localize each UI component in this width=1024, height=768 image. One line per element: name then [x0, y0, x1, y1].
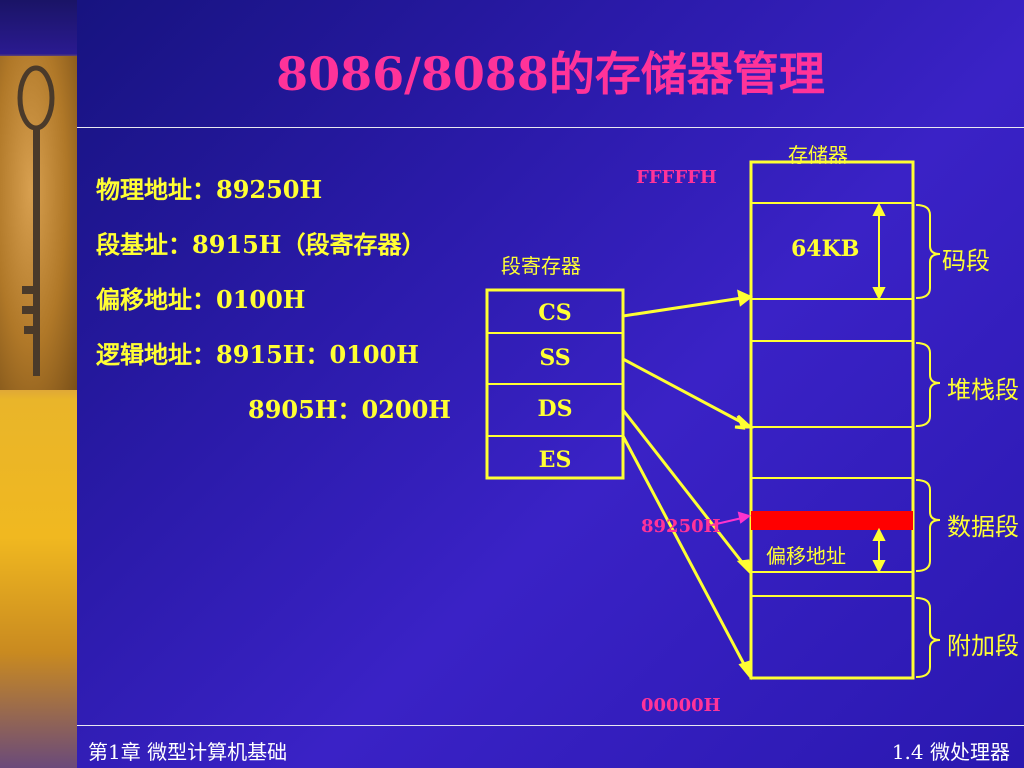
bottom-address: 00000H: [641, 695, 721, 716]
stack-brace: [915, 342, 941, 427]
title-divider: [77, 127, 1024, 128]
extra-segment-label: 附加段: [947, 632, 1019, 660]
phys-address-pointer: [711, 511, 752, 526]
code-brace: [915, 204, 941, 299]
offset-label: 偏移地址: [766, 544, 846, 568]
data-segment-label: 数据段: [947, 513, 1019, 541]
data-brace: [915, 479, 941, 572]
logical-address-line: 逻辑地址：8915H：0100H: [96, 340, 419, 369]
physical-address-highlight: [751, 511, 913, 530]
code-segment-box: [750, 202, 914, 300]
key-icon: [17, 65, 55, 376]
key-image: [0, 56, 77, 390]
segment-base-line: 段基址：8915H（段寄存器）: [96, 230, 426, 259]
size-arrow: [872, 202, 886, 301]
segment-braces: [915, 204, 941, 678]
top-address: FFFFFH: [636, 167, 717, 188]
cs-register: CS: [538, 300, 572, 326]
es-register: ES: [538, 447, 572, 473]
es-arrow: [621, 435, 748, 669]
footer-divider: [77, 725, 1024, 726]
offset-arrow: [872, 527, 886, 574]
footer-section: 1.4 微处理器: [891, 740, 1010, 764]
ds-register: DS: [537, 396, 573, 422]
ss-register: SS: [539, 345, 571, 371]
extra-segment-box: [750, 595, 914, 679]
physical-address-line: 物理地址：89250H: [96, 175, 323, 204]
offset-address-line: 偏移地址：0100H: [96, 285, 306, 314]
ss-arrow: [622, 357, 744, 425]
code-segment-label: 码段: [942, 247, 990, 275]
memory-label: 存储器: [788, 143, 848, 167]
logical-address-alt-line: 8905H：0200H: [248, 395, 451, 424]
stack-segment-box: [750, 340, 914, 428]
page-title: 8086/8088的存储器管理: [276, 47, 825, 101]
register-arrows: [621, 289, 754, 681]
stack-segment-label: 堆栈段: [947, 376, 1019, 404]
footer-chapter: 第1章 微型计算机基础: [88, 740, 288, 764]
segment-size-label: 64KB: [791, 236, 860, 262]
extra-brace: [915, 597, 941, 678]
segment-register-label: 段寄存器: [501, 254, 581, 278]
physical-address-marker: 89250H: [641, 516, 721, 537]
cs-arrow: [622, 296, 743, 318]
ds-arrow: [621, 409, 747, 567]
